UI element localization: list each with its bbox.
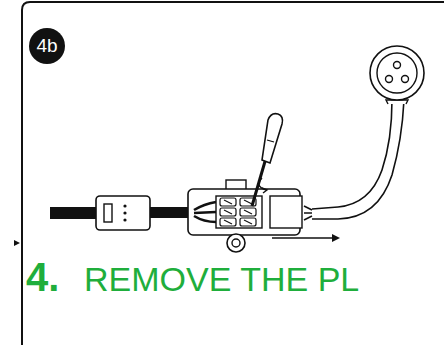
step-number: 4. bbox=[26, 257, 59, 297]
wire-end bbox=[304, 206, 312, 220]
plug-head bbox=[370, 46, 424, 100]
pull-arrow bbox=[272, 237, 332, 239]
adapter-box bbox=[96, 196, 150, 230]
mounting-lug bbox=[227, 234, 245, 252]
screwdriver bbox=[252, 114, 283, 206]
step-badge: 4b bbox=[29, 28, 65, 64]
step-number: 4b bbox=[36, 35, 57, 57]
flow-arrow-tip bbox=[14, 240, 20, 246]
panel-frame bbox=[22, 2, 444, 345]
terminal-block bbox=[216, 196, 262, 228]
wire bbox=[194, 202, 216, 222]
adapter-window bbox=[104, 204, 112, 222]
plug-cable bbox=[312, 100, 392, 209]
cable bbox=[50, 207, 98, 219]
box-end bbox=[270, 196, 302, 228]
instruction-text: REMOVE THE PL bbox=[84, 262, 359, 296]
